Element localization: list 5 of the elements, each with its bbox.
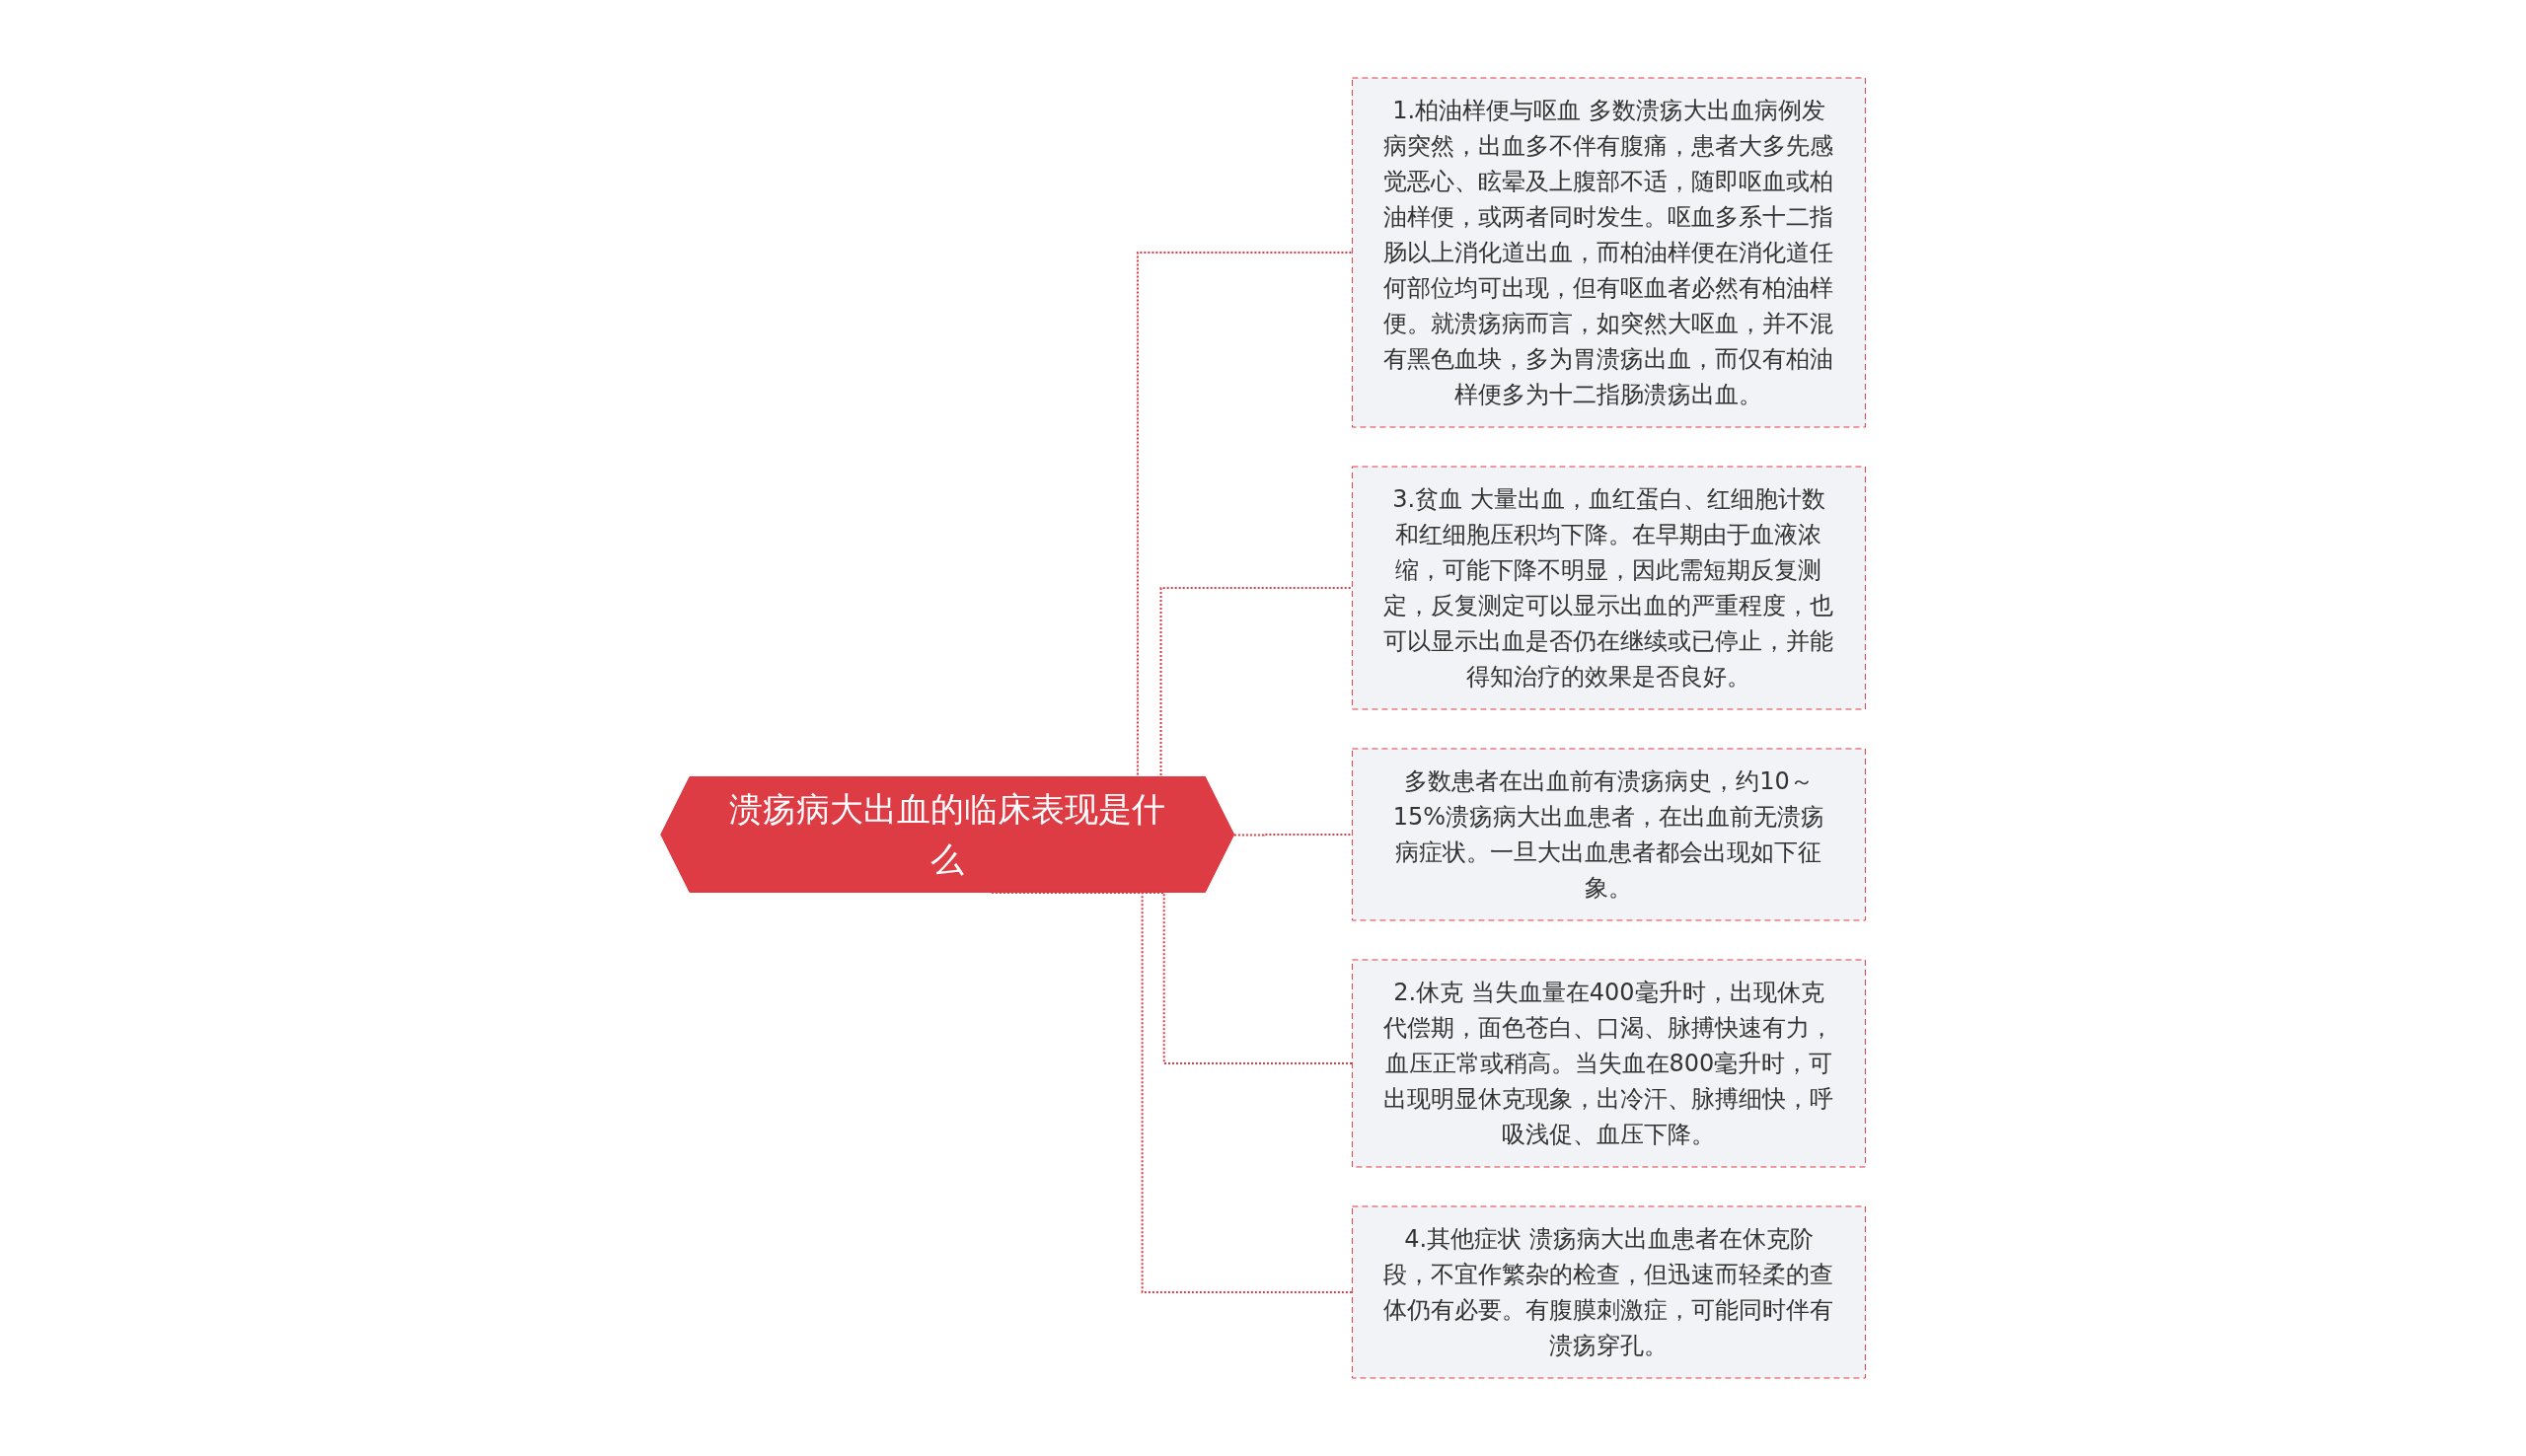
node-box: 多数患者在出血前有溃疡病史，约10～15%溃疡病大出血患者，在出血前无溃疡病症状。一旦大出血患者都会出现如下征象。 <box>1351 748 1866 921</box>
node-box: 1.柏油样便与呕血 多数溃疡大出血病例发病突然，出血多不伴有腹痛，患者大多先感觉恶心、眩晕及上腹部不适，随即呕血或柏油样便，或两者同时发生。呕血多系十二指肠以上消化道出血，而柏油样便在消化道任何部位均可出现，但有呕血者必然有柏油样便。就溃疡病而言，如突然大呕血，并不混有黑色血块，多为胃溃疡出血，而仅有柏油样便多为十二指肠溃疡出血。 <box>1351 77 1866 428</box>
node-box: 2.休克 当失血量在400毫升时，出现休克代偿期，面色苍白、口渴、脉搏快速有力，血压正常或稍高。当失血在800毫升时，可出现明显休克现象，出冷汗、脉搏细快，呼吸浅促、血压下降。 <box>1351 959 1866 1168</box>
node-box: 3.贫血 大量出血，血红蛋白、红细胞计数和红细胞压积均下降。在早期由于血液浓缩，可能下降不明显，因此需短期反复测定，反复测定可以显示出血的严重程度，也可以显示出血是否仍在继续或已停止，并能得知治疗的效果是否良好。 <box>1351 466 1866 710</box>
node-box: 4.其他症状 溃疡病大出血患者在休克阶段，不宜作繁杂的检查，但迅速而轻柔的查体仍有必要。有腹膜刺激症，可能同时伴有溃疡穿孔。 <box>1351 1205 1866 1379</box>
